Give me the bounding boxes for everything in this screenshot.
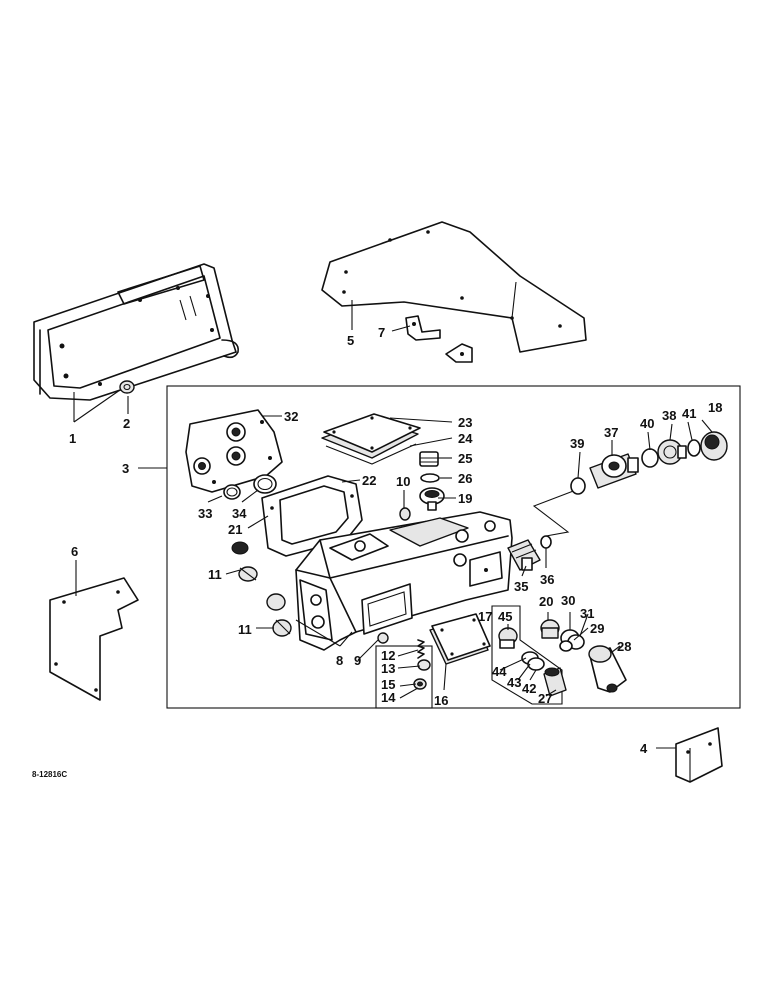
part-valve-body-8 — [295, 511, 513, 651]
leader-lines — [73, 300, 713, 749]
callout-32: 32 — [284, 409, 298, 424]
part-plug-45 — [498, 627, 518, 649]
part-plug-38 — [657, 439, 687, 465]
callout-15: 15 — [381, 677, 395, 692]
callout-23: 23 — [458, 415, 472, 430]
callout-45: 45 — [498, 609, 512, 624]
part-plug-18 — [700, 431, 728, 461]
part-o-ring-34 — [253, 474, 277, 494]
callout-33: 33 — [198, 506, 212, 521]
callout-31: 31 — [580, 606, 594, 621]
callout-4: 4 — [640, 741, 648, 756]
figure-reference-code: 8-12816C — [32, 770, 67, 779]
callout-36: 36 — [540, 572, 554, 587]
part-plug-19 — [419, 487, 445, 511]
callout-9: 9 — [354, 653, 361, 668]
part-ring-29 — [559, 640, 573, 652]
callout-5: 5 — [347, 333, 354, 348]
callout-26: 26 — [458, 471, 472, 486]
callout-19: 19 — [458, 491, 472, 506]
callout-28: 28 — [617, 639, 631, 654]
callout-16: 16 — [434, 693, 448, 708]
part-valve-35 — [507, 539, 541, 571]
callout-39: 39 — [570, 436, 584, 451]
part-cover-16-17 — [429, 613, 491, 665]
callout-10: 10 — [396, 474, 410, 489]
box-parts-12-15 — [375, 645, 433, 709]
callout-18: 18 — [708, 400, 722, 415]
callout-37: 37 — [604, 425, 618, 440]
callout-21: 21 — [228, 522, 242, 537]
part-plug-42-27 — [543, 667, 567, 697]
part-ball-13 — [417, 659, 431, 671]
part-plug-11a — [231, 541, 258, 582]
part-gasket-32 — [185, 409, 283, 493]
part-bracket-7 — [405, 315, 473, 363]
part-spool-37 — [589, 453, 639, 489]
part-ring-40 — [641, 448, 659, 468]
part-snap-ring-41 — [687, 439, 701, 457]
callout-40: 40 — [640, 416, 654, 431]
callout-6: 6 — [71, 544, 78, 559]
callout-41: 41 — [682, 406, 696, 421]
callout-38: 38 — [662, 408, 676, 423]
callout-11a: 11 — [208, 567, 222, 582]
part-plug-25 — [419, 451, 439, 467]
part-ball-9 — [377, 632, 389, 644]
part-snap-ring-39 — [570, 477, 586, 495]
route-line — [532, 489, 577, 537]
part-o-ring-33 — [223, 484, 241, 500]
callout-labels: 1 2 3 4 5 6 7 8 9 10 11 11 12 13 14 15 1… — [69, 325, 722, 756]
part-o-ring-43 — [527, 657, 545, 671]
callout-34: 34 — [232, 506, 247, 521]
part-washer-26 — [420, 473, 440, 483]
callout-1: 1 — [69, 431, 76, 446]
part-o-ring-36 — [540, 535, 552, 549]
callout-44: 44 — [492, 664, 507, 679]
part-shield-6 — [49, 577, 139, 701]
callout-25: 25 — [458, 451, 472, 466]
callout-2: 2 — [123, 416, 130, 431]
part-plate-4 — [675, 727, 723, 783]
callout-29: 29 — [590, 621, 604, 636]
part-spring-12 — [417, 639, 425, 659]
callout-20: 20 — [539, 594, 553, 609]
callout-3: 3 — [122, 461, 129, 476]
callout-35: 35 — [514, 579, 528, 594]
part-housing-cover — [33, 263, 239, 401]
callout-11b: 11 — [238, 622, 252, 637]
callout-42: 42 — [522, 681, 536, 696]
callout-14: 14 — [381, 690, 396, 705]
part-cover-plate-5 — [321, 221, 587, 353]
part-cover-23-24 — [321, 413, 421, 465]
callout-27: 27 — [538, 691, 552, 706]
callout-17: 17 — [478, 609, 492, 624]
callout-8: 8 — [336, 653, 343, 668]
callout-13: 13 — [381, 661, 395, 676]
assembly-frame — [166, 385, 741, 709]
callout-7: 7 — [378, 325, 385, 340]
part-plug-11b — [266, 593, 292, 637]
part-plug-20 — [540, 619, 560, 639]
part-valve-28 — [588, 645, 627, 693]
part-plug-2 — [119, 380, 135, 394]
callout-12: 12 — [381, 648, 395, 663]
callout-43: 43 — [507, 675, 521, 690]
part-plug-10 — [399, 507, 411, 521]
callout-30: 30 — [561, 593, 575, 608]
callout-24: 24 — [458, 431, 473, 446]
callout-22: 22 — [362, 473, 376, 488]
